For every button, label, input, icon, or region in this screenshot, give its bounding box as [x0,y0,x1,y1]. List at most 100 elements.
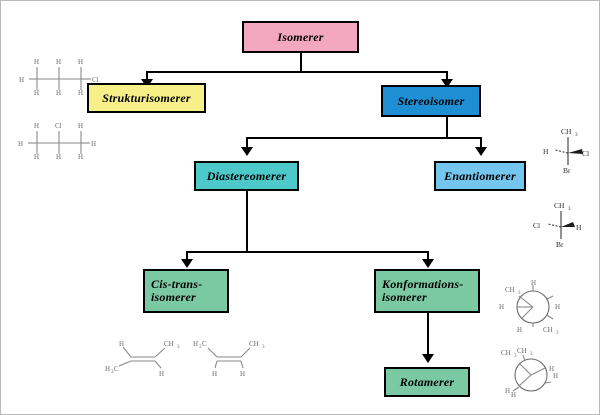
svg-text:3: 3 [177,345,180,350]
svg-text:H: H [19,76,24,84]
svg-text:H: H [576,223,582,232]
svg-text:CH: CH [543,326,553,334]
svg-text:Cl: Cl [533,221,540,230]
svg-text:H: H [78,89,83,97]
svg-text:Cl: Cl [55,122,62,130]
svg-text:H: H [505,387,510,395]
svg-text:3: 3 [514,354,517,359]
arrowhead-rotamerer [422,354,434,363]
svg-text:CH: CH [505,286,515,294]
svg-text:Cl: Cl [582,149,589,158]
connector-level2-bar [246,137,482,139]
connector-stereoisomer-down [446,117,448,139]
connector-level3-bar [186,251,429,253]
node-stereoisomer-label: Stereoisomer [397,93,465,108]
connector-to-strukturisomerer [146,71,148,81]
arrowhead-cis-trans [181,259,193,268]
node-konformationsisomerer[interactable]: Konformations- isomerer [374,269,480,313]
svg-text:C: C [114,365,119,373]
svg-text:H: H [34,122,39,130]
svg-text:H: H [511,391,516,399]
svg-text:H: H [56,153,61,161]
svg-text:CH: CH [561,127,572,136]
arrowhead-stereoisomer [441,79,453,88]
node-enantiomerer-label: Enantiomerer [444,168,516,183]
svg-text:3: 3 [199,345,202,350]
svg-text:CH: CH [517,347,527,355]
svg-text:H: H [553,372,558,380]
svg-text:H: H [531,279,536,287]
svg-text:H: H [78,58,83,66]
node-cis-trans-isomerer-label-line1: Cis-trans- [151,277,203,291]
node-diastereomerer[interactable]: Diastereomerer [194,161,299,191]
node-rotamerer[interactable]: Rotamerer [384,367,470,397]
svg-text:Cl: Cl [92,76,99,84]
connector-diastereomerer-down [246,191,248,253]
molecule-newman-eclipsed: CH 3 CH 3 H H H H [499,345,567,401]
connector-to-stereoisomer [446,71,448,81]
svg-text:H: H [555,303,560,311]
molecule-1-chloropropane: H H H H H H H Cl [15,51,101,97]
node-strukturisomerer-label: Strukturisomerer [102,90,191,105]
node-konformationsisomerer-label-line2: isomerer [382,290,427,304]
svg-text:Br: Br [556,240,564,249]
svg-text:3: 3 [556,331,559,336]
svg-text:H: H [193,340,198,348]
connector-level1-bar [146,71,448,73]
svg-text:H: H [105,365,110,373]
svg-text:CH: CH [501,349,511,357]
arrowhead-konformations [422,259,434,268]
arrowhead-diastereomerer [241,147,253,156]
svg-text:CH: CH [164,340,174,348]
svg-text:CH: CH [249,340,259,348]
svg-text:H: H [549,365,554,373]
node-cis-trans-isomerer[interactable]: Cis-trans- isomerer [143,269,229,313]
node-cis-trans-isomerer-label-line2: isomerer [151,290,196,304]
svg-text:H: H [91,140,96,148]
svg-text:3: 3 [530,352,533,357]
svg-text:H: H [499,303,504,311]
node-strukturisomerer[interactable]: Strukturisomerer [87,83,206,113]
svg-text:C: C [202,340,207,348]
svg-text:H: H [34,89,39,97]
molecule-trans-2-butene: H CH 3 H 3 C H [105,335,181,378]
svg-text:H: H [78,153,83,161]
svg-text:H: H [34,58,39,66]
connector-to-enantiomerer [480,137,482,149]
svg-text:3: 3 [575,133,578,138]
svg-text:H: H [78,122,83,130]
node-rotamerer-label: Rotamerer [399,374,455,389]
arrowhead-enantiomerer [475,147,487,156]
connector-to-diastereomerer [246,137,248,149]
svg-text:H: H [18,140,23,148]
molecule-2-chloropropane: H Cl H H H H H H [15,115,101,161]
node-diastereomerer-label: Diastereomerer [206,168,287,183]
svg-text:H: H [119,340,124,348]
svg-text:H: H [212,370,217,378]
svg-text:3: 3 [262,345,265,350]
svg-text:Br: Br [563,166,571,175]
svg-text:CH: CH [554,201,565,210]
connector-to-konformations [427,251,429,261]
svg-text:H: H [56,58,61,66]
node-stereoisomer[interactable]: Stereoisomer [381,85,481,117]
svg-text:3: 3 [568,207,571,212]
molecule-enantiomer-r: CH 3 H Cl Br [541,123,597,177]
molecule-enantiomer-s: CH 3 Cl H Br [531,197,591,251]
svg-text:3: 3 [111,370,114,375]
svg-text:H: H [543,147,549,156]
node-isomerer[interactable]: Isomerer [242,21,359,53]
svg-text:H: H [240,370,245,378]
connector-to-cis-trans [186,251,188,261]
svg-text:H: H [56,89,61,97]
connector-konformations-down [427,313,429,357]
svg-text:H: H [517,326,522,334]
connector-isomerer-down [300,53,302,73]
node-konformationsisomerer-label-line1: Konformations- [382,277,464,291]
svg-text:H: H [159,370,164,378]
node-enantiomerer[interactable]: Enantiomerer [434,161,526,191]
molecule-cis-2-butene: H 3 C CH 3 H H [191,335,267,378]
node-isomerer-label: Isomerer [277,29,324,44]
molecule-newman-anti: CH 3 H H H H CH 3 [499,279,567,336]
